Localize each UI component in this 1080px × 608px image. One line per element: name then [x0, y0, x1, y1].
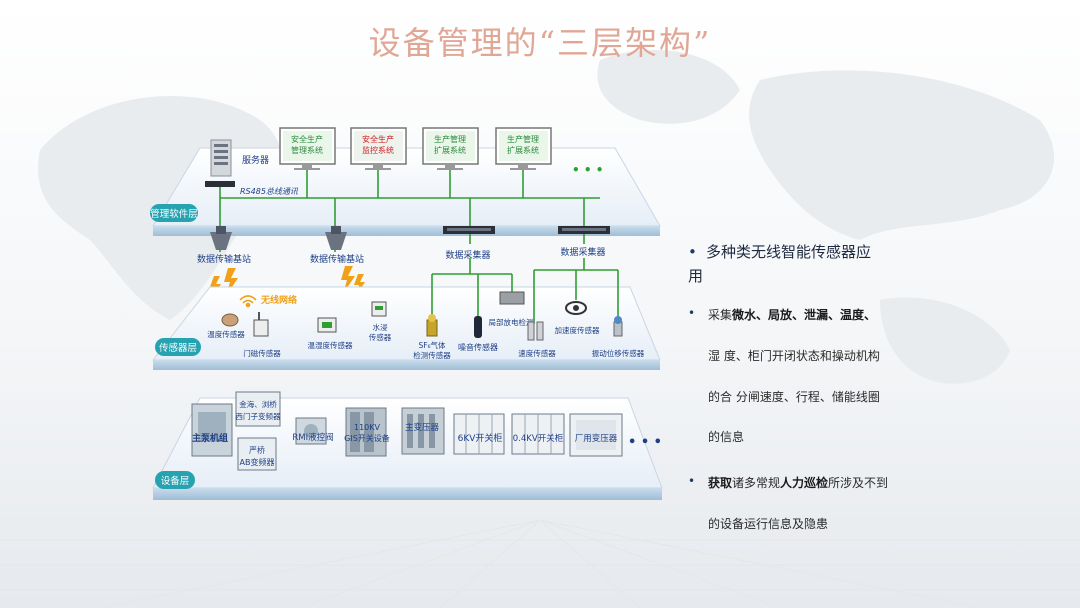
switchgear-6kv-icon [453, 413, 505, 455]
switch-icon [205, 181, 235, 187]
bullet-wireless-sensors: • 多种类无线智能传感器应 用 [688, 240, 924, 288]
server-rack-icon [210, 139, 232, 177]
data-collector-1-label: 数据采集器 [445, 249, 490, 261]
humidity-sensor-icon [317, 317, 337, 333]
vfd-ab-label-2: AB变频器 [240, 457, 275, 467]
svg-text:安全生产: 安全生产 [362, 134, 394, 144]
humidity-sensor-label: 温湿度传感器 [308, 340, 353, 350]
partial-discharge-icon [499, 291, 525, 305]
bullet-2-line-3: 的合 分闸速度、行程、储能线圈 [708, 390, 880, 404]
svg-text:监控系统: 监控系统 [362, 145, 394, 155]
software-layer-platform [152, 147, 661, 236]
layer-label-equipment: 设备层 [155, 471, 195, 489]
bullet-2-line-2: 湿 度、柜门开闭状态和操动机构 [708, 349, 880, 363]
rmi-valve-label: RMI液控阀 [292, 432, 333, 443]
water-sensor-label-2: 传感器 [369, 332, 392, 342]
monitor-production-ext-2: 生产管理 扩展系统 [495, 127, 552, 170]
main-pump-icon [191, 403, 233, 457]
bullet-1-line-2: 用 [688, 267, 704, 285]
monitor-production-ext-1: 生产管理 扩展系统 [422, 127, 479, 170]
gis-label-2: GIS开关设备 [344, 433, 390, 443]
main-transformer-icon [401, 407, 445, 455]
door-sensor-icon [253, 312, 269, 337]
equipment-ellipsis: • • • [628, 435, 662, 450]
temperature-sensor-label: 温度传感器 [207, 329, 245, 339]
data-collector-1-icon [443, 226, 495, 234]
sf6-sensor-label-2: 检测传感器 [413, 350, 451, 360]
vfd-siemens-label-2: 西门子变频器 [236, 411, 281, 421]
svg-text:扩展系统: 扩展系统 [507, 145, 539, 155]
vfd-ab-label-1: 严桥 [249, 445, 265, 455]
base-station-1-icon [210, 226, 232, 250]
rs485-bus-label: RS485总线通讯 [240, 187, 299, 196]
svg-text:生产管理: 生产管理 [434, 134, 466, 144]
svg-text:管理软件层: 管理软件层 [150, 208, 198, 220]
switchgear-04kv-icon [511, 413, 565, 455]
layer-label-sensor: 传感器层 [155, 338, 201, 356]
temperature-sensor-icon [221, 313, 239, 327]
gis-switchgear-icon [345, 407, 387, 457]
switchgear-6kv-label: 6KV开关柜 [458, 432, 503, 444]
bullet-2-line-4: 的信息 [708, 430, 745, 444]
svg-text:传感器层: 传感器层 [159, 342, 197, 354]
plant-transformer-label: 厂用变压器 [575, 433, 618, 444]
main-pump-label: 主泵机组 [192, 432, 228, 444]
gis-label-1: 110KV [354, 423, 381, 432]
water-sensor-label-1: 水浸 [373, 322, 388, 332]
bullet-dot: • [688, 474, 696, 488]
noise-sensor-label: 噪音传感器 [458, 342, 498, 352]
bullet-dot: • [688, 306, 696, 320]
server-label: 服务器 [242, 154, 269, 166]
vfd-siemens-icon [235, 391, 281, 427]
svg-text:设备层: 设备层 [161, 475, 190, 487]
acceleration-sensor-icon [565, 301, 587, 315]
main-transformer-label: 主变压器 [405, 422, 440, 433]
data-collector-2-label: 数据采集器 [560, 246, 605, 258]
bullet-3-line-2: 的设备运行信息及隐患 [708, 517, 829, 531]
vibration-sensor-label: 振动位移传感器 [592, 348, 645, 358]
water-sensor-icon [371, 301, 387, 317]
bullet-dot: • [688, 243, 697, 261]
bullet-1-line-1: 多种类无线智能传感器应 [706, 243, 872, 261]
acceleration-sensor-label: 加速度传感器 [555, 325, 600, 335]
wireless-network-label: 无线网络 [260, 294, 297, 306]
base-station-2-icon [325, 226, 347, 250]
svg-text:扩展系统: 扩展系统 [434, 145, 466, 155]
rmi-valve-icon [295, 417, 327, 445]
speed-sensor-label: 速度传感器 [518, 348, 556, 358]
monitor-safety-monitor: 安全生产 监控系统 [350, 127, 407, 170]
vfd-siemens-label-1: 金海、浏桥 [239, 399, 277, 409]
speed-sensor-icon [527, 321, 544, 341]
noise-sensor-icon [474, 316, 482, 338]
layer-label-software: 管理软件层 [150, 204, 198, 222]
base-station-1-label: 数据传输基站 [197, 253, 251, 265]
base-station-2-label: 数据传输基站 [310, 253, 364, 265]
monitor-safety-mgmt: 安全生产 管理系统 [279, 127, 336, 170]
door-sensor-label: 门磁传感器 [243, 348, 281, 358]
switchgear-04kv-label: 0.4KV开关柜 [513, 433, 564, 444]
bullet-2-line-1: 采集微水、局放、泄漏、温度、 [708, 308, 877, 322]
svg-text:管理系统: 管理系统 [291, 145, 323, 155]
wifi-icon [239, 295, 257, 308]
partial-discharge-label: 局部放电检测 [489, 317, 534, 327]
sf6-sensor-label-1: SF₆气体 [418, 340, 446, 350]
vfd-ab-icon [237, 437, 277, 471]
page-title: 设备管理的“三层架构” [368, 24, 712, 62]
software-ellipsis: • • • [572, 163, 603, 177]
plant-transformer-icon [569, 413, 623, 457]
sf6-sensor-icon [426, 314, 438, 337]
svg-text:生产管理: 生产管理 [507, 134, 539, 144]
data-collector-2-icon [558, 226, 610, 234]
svg-text:安全生产: 安全生产 [291, 134, 323, 144]
vibration-sensor-icon [613, 316, 623, 337]
bullet-3-line-1: 获取诸多常规人力巡检所涉及不到 [708, 476, 889, 490]
